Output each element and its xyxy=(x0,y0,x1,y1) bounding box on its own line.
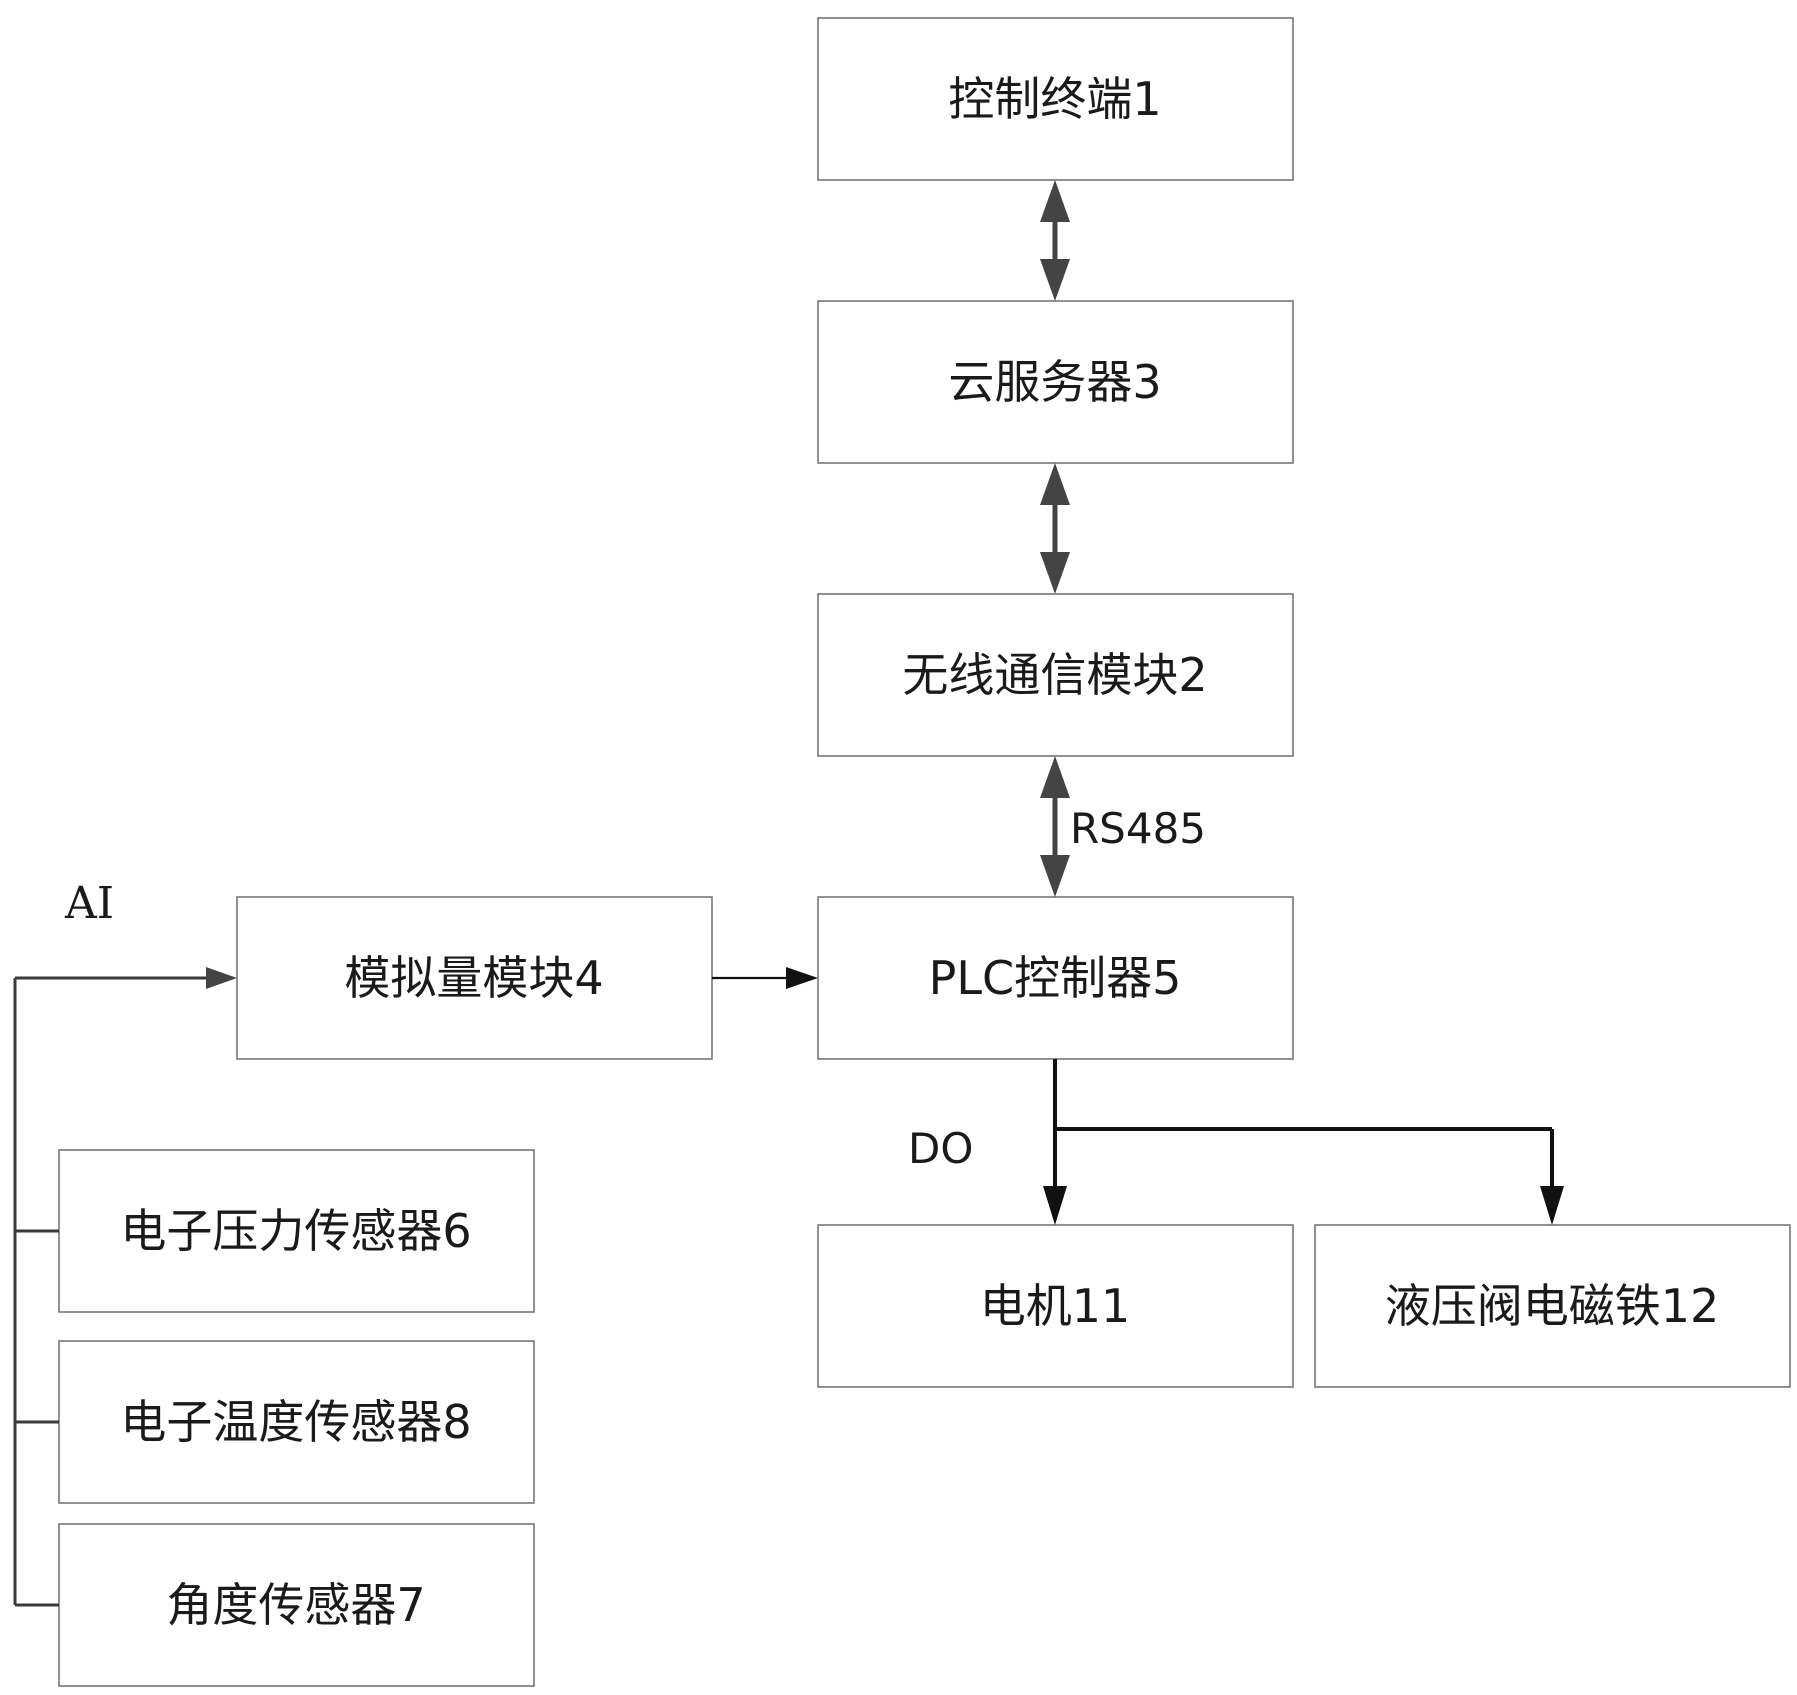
node-angle-sensor-label: 角度传感器7 xyxy=(166,1578,425,1632)
edge-sensor-bus xyxy=(13,967,237,1607)
node-temperature-sensor-label: 电子温度传感器8 xyxy=(120,1395,471,1449)
node-hydraulic-valve-solenoid: 液压阀电磁铁12 xyxy=(1314,1224,1791,1388)
arrowhead-down xyxy=(1540,1186,1564,1225)
node-motor-label: 电机11 xyxy=(980,1279,1131,1333)
node-analog-module: 模拟量模块4 xyxy=(236,896,713,1060)
node-hydraulic-valve-solenoid-label: 液压阀电磁铁12 xyxy=(1385,1279,1720,1333)
edge-analog-plc xyxy=(712,967,818,989)
arrowhead-down xyxy=(1040,855,1070,897)
edge-terminal-cloud xyxy=(1040,180,1070,301)
node-wireless-module-label: 无线通信模块2 xyxy=(902,648,1207,702)
node-motor: 电机11 xyxy=(817,1224,1294,1388)
node-wireless-module: 无线通信模块2 xyxy=(817,593,1294,757)
node-angle-sensor: 角度传感器7 xyxy=(58,1523,535,1687)
node-analog-module-label: 模拟量模块4 xyxy=(344,951,603,1005)
node-plc-controller: PLC控制器5 xyxy=(817,896,1294,1060)
node-plc-controller-label: PLC控制器5 xyxy=(929,951,1182,1005)
arrowhead-down xyxy=(1040,259,1070,301)
arrowhead-up xyxy=(1040,756,1070,798)
node-cloud-server-label: 云服务器3 xyxy=(948,355,1161,409)
node-temperature-sensor: 电子温度传感器8 xyxy=(58,1340,535,1504)
arrowhead-up xyxy=(1040,463,1070,505)
arrowhead-right xyxy=(786,967,818,989)
arrowhead-up xyxy=(1040,180,1070,222)
edge-plc-outputs xyxy=(1043,1059,1564,1225)
edge-cloud-wireless xyxy=(1040,463,1070,594)
node-control-terminal: 控制终端1 xyxy=(817,17,1294,181)
node-control-terminal-label: 控制终端1 xyxy=(948,72,1161,126)
edge-wireless-plc xyxy=(1040,756,1070,897)
arrowhead-down xyxy=(1043,1186,1067,1225)
arrowhead-down xyxy=(1040,552,1070,594)
edge-label-ai: AI xyxy=(64,878,114,929)
arrowhead-right xyxy=(206,967,237,989)
edge-label-rs485: RS485 xyxy=(1070,804,1206,853)
edge-label-do: DO xyxy=(908,1124,973,1173)
node-cloud-server: 云服务器3 xyxy=(817,300,1294,464)
node-pressure-sensor-label: 电子压力传感器6 xyxy=(120,1204,471,1258)
node-pressure-sensor: 电子压力传感器6 xyxy=(58,1149,535,1313)
